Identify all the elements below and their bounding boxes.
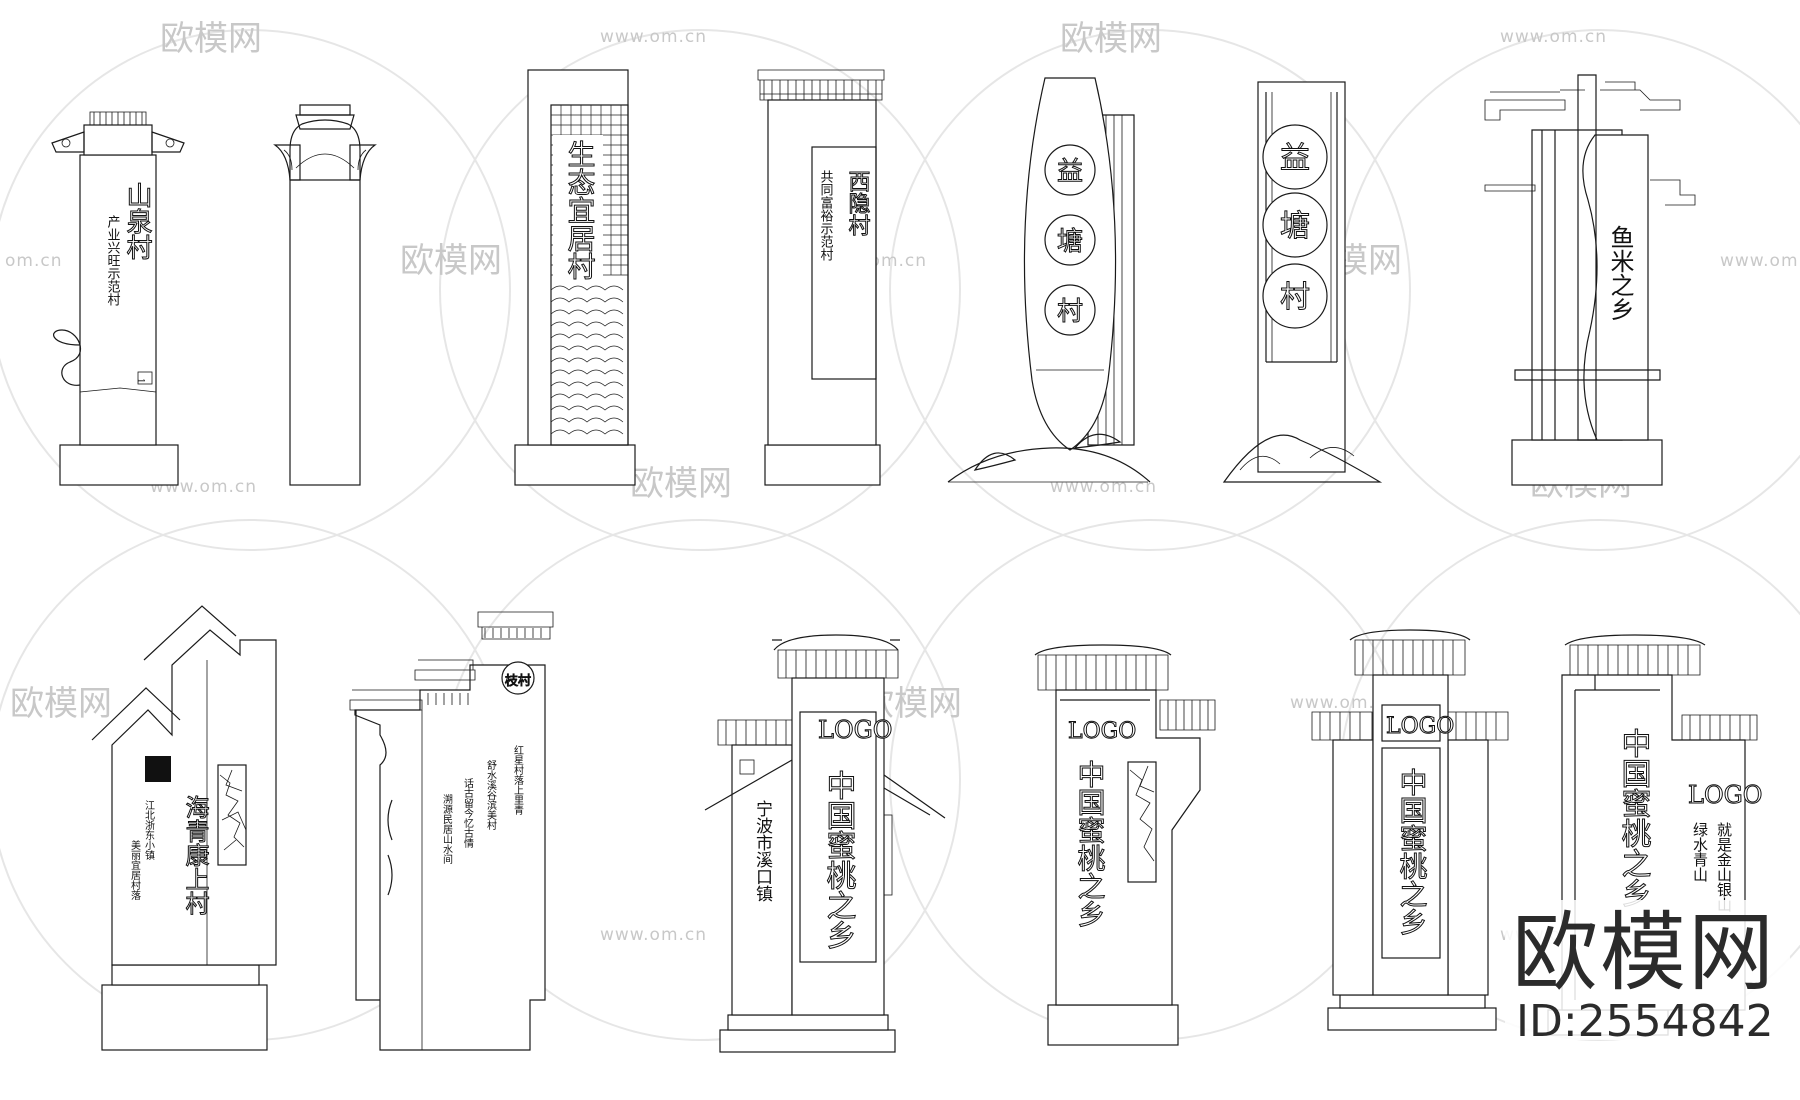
watermark-url: www.om.cn — [1290, 693, 1397, 713]
watermark-site-name: 欧模网 — [400, 241, 502, 281]
sign-subtitle: 就是金山银山 — [1715, 822, 1733, 912]
sign-subtitle: 共同富裕示范村 — [818, 170, 834, 261]
sign-xiyin-village: 西隐村 共同富裕示范村 — [757, 69, 885, 486]
sign-ecological-village: 生态宜居村 — [514, 69, 636, 486]
sign-title: 中国蜜桃之乡 — [1616, 728, 1652, 908]
sign-subtitle: 宁波市溪口镇 — [752, 800, 773, 902]
sign-subtitle: 产业兴旺示范村 — [105, 215, 121, 306]
sign-title: 西隐村 — [845, 170, 871, 236]
sign-title: 生态宜居村 — [564, 140, 597, 280]
sign-logo: LOGO — [1688, 781, 1762, 809]
sign-logo: LOGO — [1068, 719, 1136, 744]
watermark-site-name: 欧模网 — [160, 19, 262, 59]
watermark-url: www.om.cn — [1050, 477, 1157, 497]
brand-logo-text: 欧模网 — [1512, 903, 1776, 1003]
watermark-site-name: 欧模网 — [630, 464, 732, 504]
watermark-url: www.om.cn — [600, 925, 707, 945]
sign-poem-line: 话古留今忆古情 — [462, 778, 474, 849]
sign-title: 中国蜜桃之乡 — [1396, 768, 1429, 936]
sign-blank-pillar — [273, 104, 377, 486]
watermark-site-name: 欧模网 — [10, 684, 112, 724]
sign-title: 中国蜜桃之乡 — [1074, 760, 1107, 928]
sign-yitang-leaf: 益 塘 村 — [947, 77, 1151, 483]
brand-backdrop — [1505, 900, 1790, 1040]
sign-seal: 枝村 — [505, 674, 531, 689]
sign-peach-hometown-c: LOGO 中国蜜桃之乡 — [1311, 629, 1509, 1031]
sign-peach-hometown-a: LOGO 中国蜜桃之乡 宁波市溪口镇 — [704, 634, 946, 1053]
sign-title: 山泉村 — [122, 182, 152, 260]
sign-poem-line: 红星村落上里青 — [512, 744, 524, 816]
sign-char: 益 — [1280, 141, 1310, 176]
sign-char: 塘 — [1057, 227, 1083, 257]
sign-subtitle: 绿水青山 — [1691, 822, 1709, 882]
watermark-url: www.om.cn — [600, 27, 707, 47]
sign-peach-hometown-b: LOGO 中国蜜桃之乡 — [1034, 644, 1216, 1046]
sign-logo: LOGO — [818, 716, 892, 744]
sign-subtitle: 江北浙东小镇 — [143, 800, 155, 861]
sign-corner-mark: 1 — [135, 378, 145, 384]
sign-title: 海青康上村 — [181, 795, 209, 915]
sign-fish-rice-land: 鱼米之乡 — [1484, 74, 1696, 486]
sign-char: 益 — [1057, 157, 1083, 187]
sign-poem-line: 溯源民居山水间 — [441, 793, 453, 865]
sign-shanquan-village: 1 山泉村 产业兴旺示范村 — [51, 111, 185, 486]
sign-poem-line: 舒水溪谷滨美村 — [485, 759, 497, 830]
watermark-url: om.cn — [5, 251, 63, 271]
sign-char: 塘 — [1280, 209, 1310, 244]
sign-title: 鱼米之乡 — [1606, 225, 1634, 321]
sign-poem-wall: 枝村 红星村落上里青 舒水溪谷滨美村 话古留今忆古情 溯源民居山水间 — [349, 611, 554, 1051]
watermark-url: www.om.cn — [1720, 251, 1800, 271]
sign-subtitle: 美丽宜居村落 — [129, 839, 141, 901]
brand-id-label: ID:2554842 — [1516, 996, 1774, 1047]
sign-title: 中国蜜桃之乡 — [821, 770, 857, 950]
watermark-url: www.om.cn — [1500, 27, 1607, 47]
sign-char: 村 — [1280, 280, 1310, 315]
sign-yitang-pillar: 益 塘 村 — [1222, 81, 1383, 483]
sign-logo: LOGO — [1386, 714, 1454, 739]
sign-haiqing-village: 海青康上村 江北浙东小镇 美丽宜居村落 — [91, 605, 277, 1051]
watermark-site-name: 欧模网 — [1060, 19, 1162, 59]
sign-char: 村 — [1057, 297, 1083, 327]
